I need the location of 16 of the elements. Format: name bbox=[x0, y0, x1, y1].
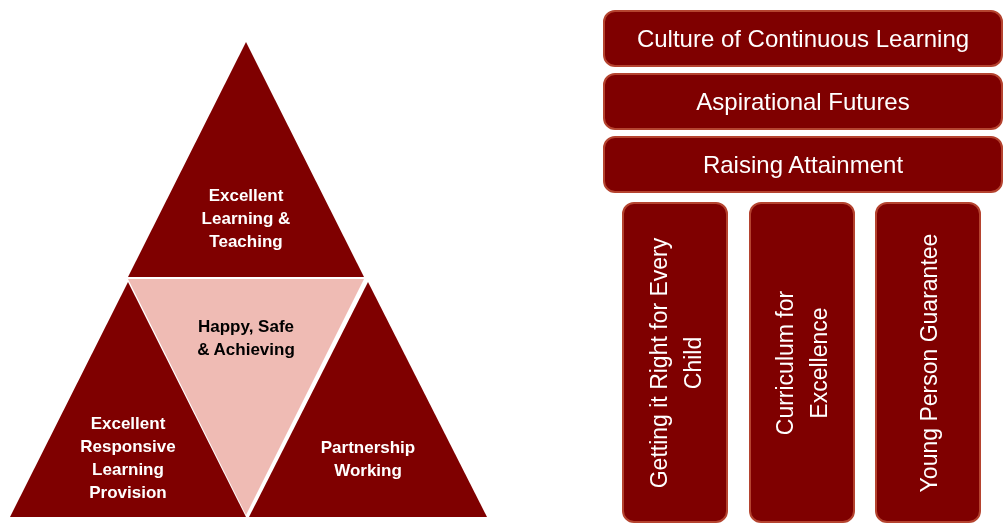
banner-label: Raising Attainment bbox=[701, 149, 905, 180]
banner-box bbox=[603, 10, 1003, 67]
pillar-box bbox=[875, 202, 981, 523]
pillar-label: Young Person Guarantee bbox=[914, 232, 943, 494]
triangle-label: Partnership Working bbox=[319, 437, 417, 482]
pillar-box bbox=[622, 202, 728, 523]
banner-label: Culture of Continuous Learning bbox=[635, 23, 971, 54]
triangle-label: Excellent Responsive Learning Provision bbox=[79, 413, 177, 504]
banner-label: Aspirational Futures bbox=[695, 86, 911, 117]
pillar-box bbox=[749, 202, 855, 523]
banner-box bbox=[603, 73, 1003, 130]
triangle-label: Excellent Learning & Teaching bbox=[200, 185, 292, 253]
pillar-label: Curriculum for Excellence bbox=[771, 289, 833, 437]
banner-box bbox=[603, 136, 1003, 193]
pillar-label: Getting it Right for Every Child bbox=[644, 236, 706, 490]
triangle-label: Happy, Safe & Achieving bbox=[196, 316, 296, 361]
